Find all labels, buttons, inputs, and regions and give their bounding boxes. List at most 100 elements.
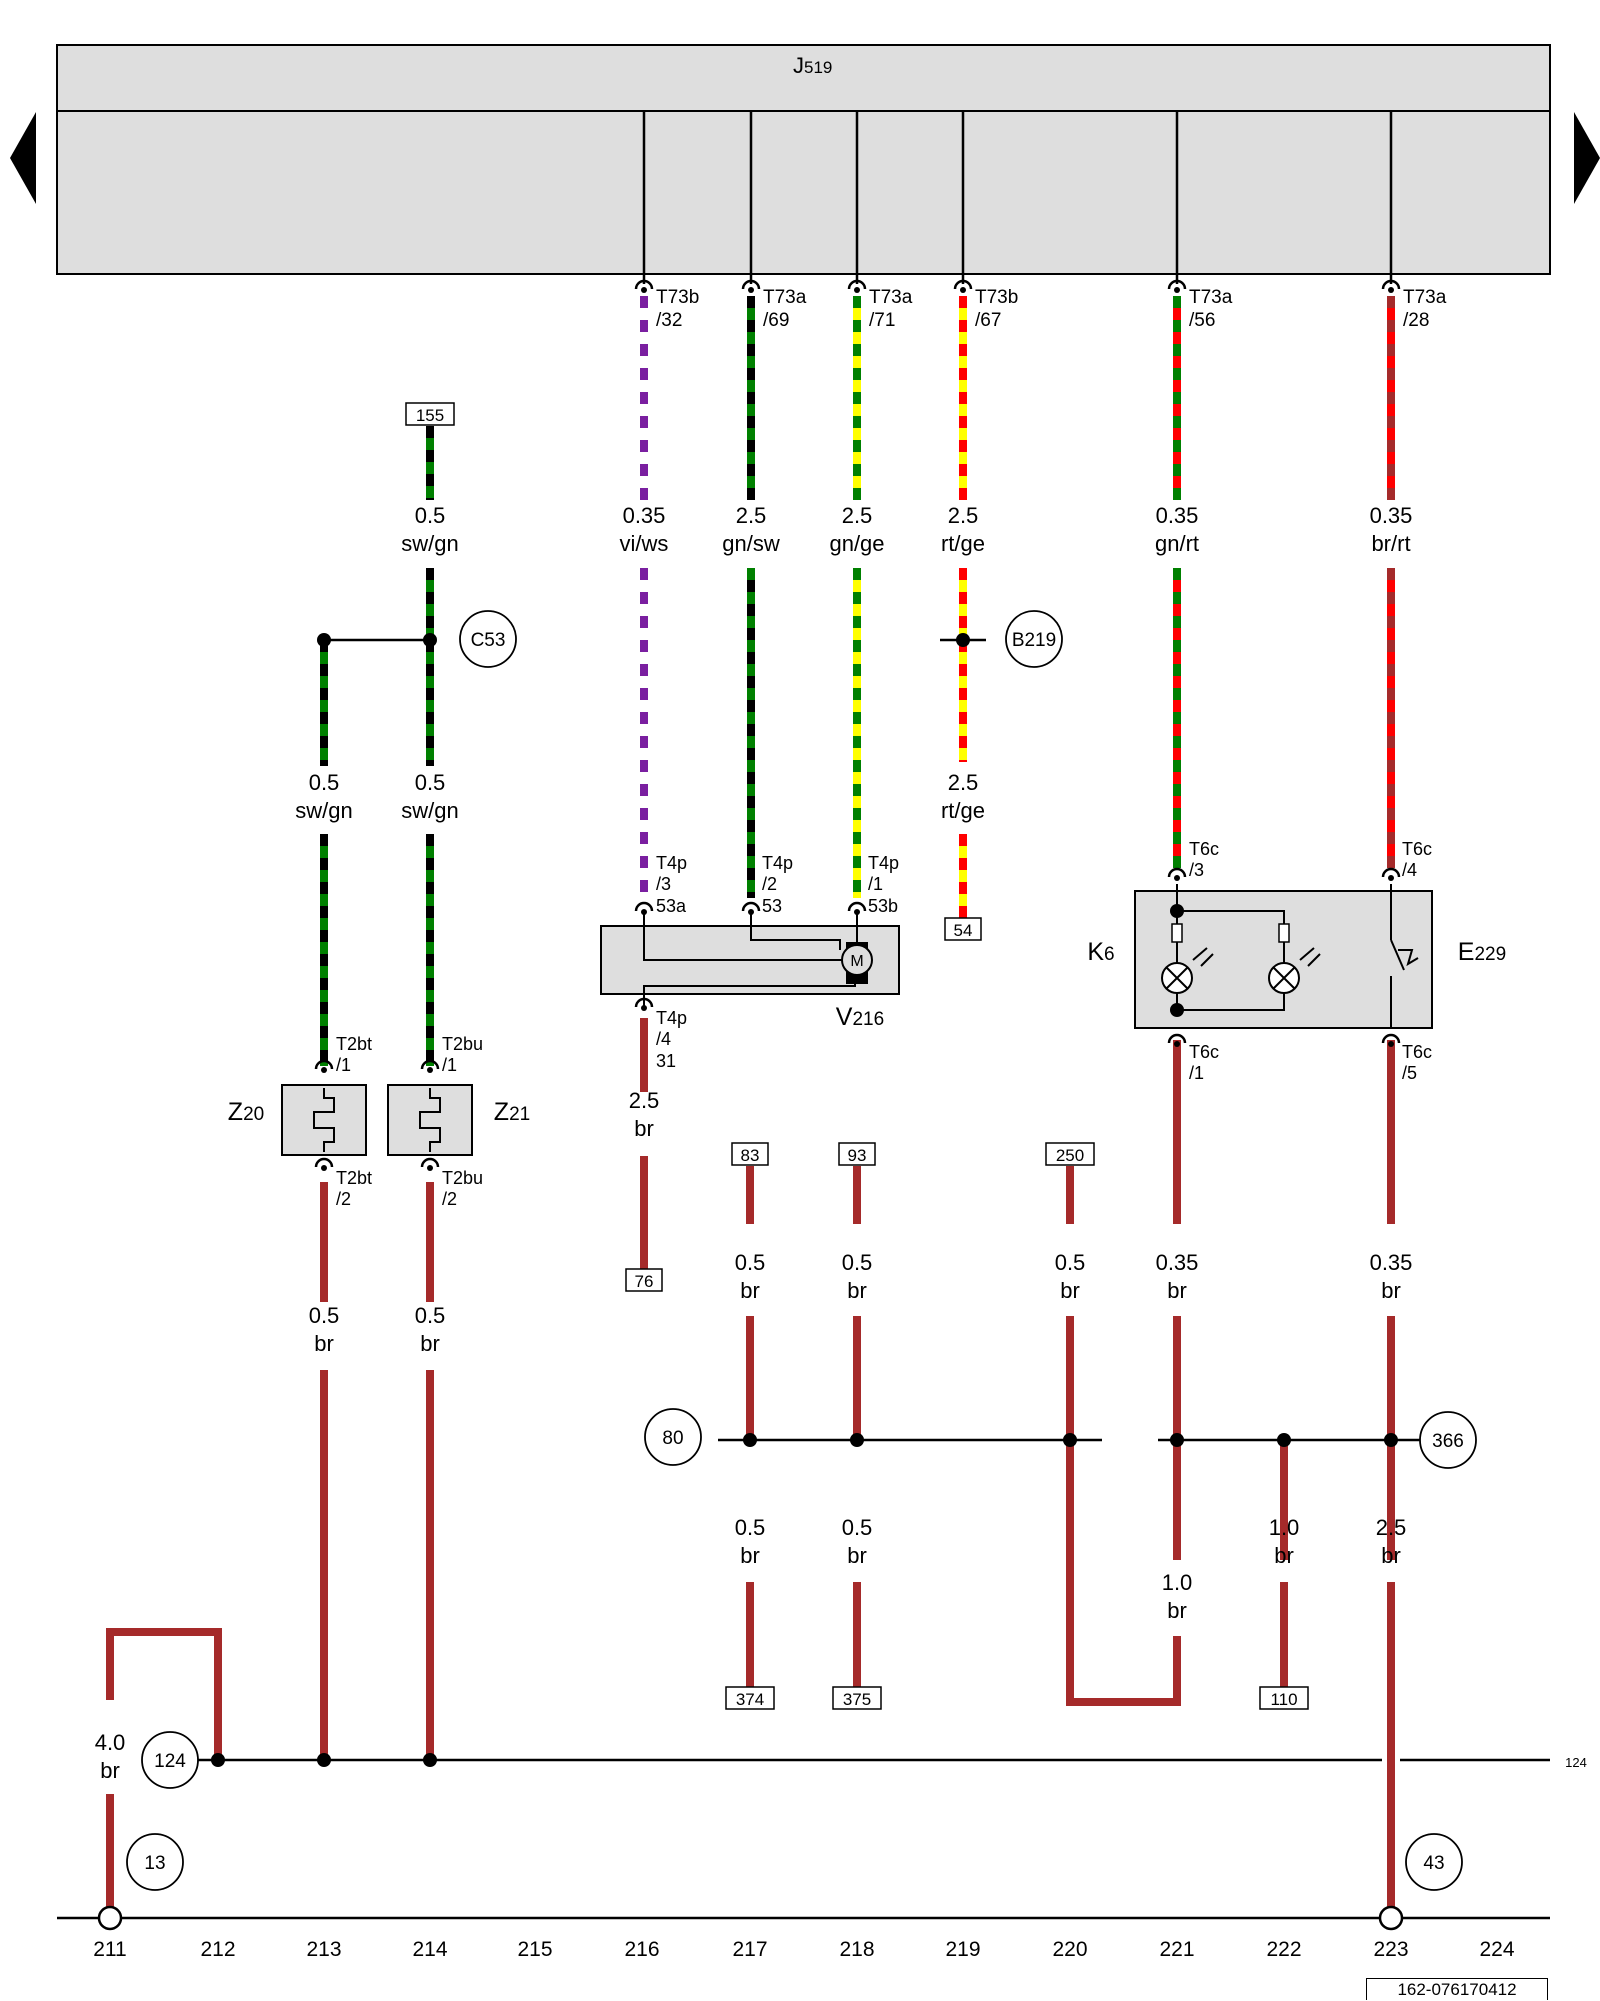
component-number: 20 [243,1104,264,1125]
wire-size-label: 0.5 [1055,1250,1086,1275]
reference-box [731,1142,769,1166]
reference-box-label: 54 [954,921,973,940]
junction-dot [850,1433,864,1447]
connector-pin-label: /1 [336,1055,351,1075]
wire-size-label: 0.5 [415,1303,446,1328]
wire-color-label: sw/gn [401,531,458,556]
component-prefix: Z [228,1098,243,1126]
connector-pin-dot [854,287,860,293]
connector-pin-icon [847,279,867,290]
connector-pin-icon [1381,1033,1401,1044]
connector-pin-icon [634,279,654,290]
connector-label: T6c [1402,1042,1432,1062]
reference-box [625,1268,663,1292]
connector-pin-dot [748,287,754,293]
connector-pin-dot [748,909,754,915]
connector-pin-icon [1381,279,1401,290]
wire-size-label: 0.5 [309,770,340,795]
control-unit-body [56,110,1551,275]
component-label: E229 [1458,938,1506,966]
connector-pin-dot [427,1067,433,1073]
switch-icon [1390,939,1419,971]
reference-box-label: 93 [848,1146,867,1165]
document-id: 162-076170412 [1366,1978,1548,2000]
wire-color-label: br [100,1758,120,1783]
junction-dots-layer [97,633,1404,1931]
control-unit-number: 519 [804,58,832,77]
wire-size-label: 0.35 [1370,503,1413,528]
continuation-label: 124 [1565,1755,1587,1770]
connector-label: T73a [1189,287,1233,308]
reference-box-label: 110 [1270,1690,1297,1709]
wire-color-label: br [740,1278,760,1303]
connector-terminal-label: 53a [656,896,687,916]
component-prefix: Z [494,1098,509,1126]
wire-color-label: sw/gn [401,798,458,823]
wire-size-label: 2.5 [948,770,979,795]
junction-dot [317,1753,331,1767]
connector-pin-dot [1174,287,1180,293]
wire-size-label: 1.0 [1269,1515,1300,1540]
reference-box-label: 250 [1056,1146,1084,1165]
connector-label: T6c [1402,839,1432,859]
wire-size-label: 0.5 [415,770,446,795]
connector-pin-dot [1174,1041,1180,1047]
wire-color-label: br [1381,1278,1401,1303]
wire-size-label: 0.35 [623,503,666,528]
grid-column-number: 222 [1266,1938,1301,1961]
wire-size-label: 2.5 [1376,1515,1407,1540]
light-rays-icon [1299,947,1321,967]
connector-pin-label: /5 [1402,1063,1417,1083]
wire-color-label: br [847,1543,867,1568]
junction-dot [1063,1433,1077,1447]
connector-pin-dot [641,287,647,293]
connector-pin-dot [1388,1041,1394,1047]
reference-circle [644,1408,702,1466]
connector-label: T4p [868,853,899,873]
wire-color-label: sw/gn [295,798,352,823]
connector-pin-label: /4 [656,1029,671,1049]
labels-layer: T73b/32T73a/69T73a/71T73b/67T73a/56T73a/… [93,287,1587,1961]
control-unit-header [56,44,1551,112]
motor-wire [643,912,855,961]
connector-pin-label: /3 [656,874,671,894]
component-prefix: E [1458,938,1475,966]
next-page-arrow-icon[interactable] [1574,112,1600,204]
reference-box [1045,1142,1095,1166]
connector-pin-icon [741,901,761,912]
wire-color-label: br [634,1116,654,1141]
wire-size-label: 0.35 [1156,503,1199,528]
connector-pin-label: /71 [869,310,895,331]
connector-pin-label: /56 [1189,310,1215,331]
grid-column-number: 213 [306,1938,341,1961]
wire-size-label: 0.35 [1370,1250,1413,1275]
connector-pin-label: /2 [336,1189,351,1209]
connector-pin-label: /3 [1189,860,1204,880]
motor-icon [841,944,873,976]
junction-dot [743,1433,757,1447]
wire-color-label: br [1060,1278,1080,1303]
junction-dot [423,633,437,647]
control-unit-label: J519 [793,53,832,78]
connector-label: T6c [1189,1042,1219,1062]
wire-color-label: br [420,1331,440,1356]
internal-wire [1177,910,1285,1011]
heating-element-icon [419,1088,441,1152]
previous-page-arrow-icon[interactable] [10,112,36,204]
wire-size-label: 4.0 [95,1730,126,1755]
wire-color-label: br [1167,1278,1187,1303]
junction-dot [423,1753,437,1767]
connector-pin-dot [641,909,647,915]
grid-column-number: 214 [412,1938,447,1961]
connector-label: T2bu [442,1168,483,1188]
reference-circle-label: 366 [1432,1431,1464,1452]
reference-circle-label: B219 [1012,630,1056,651]
reference-circle-label: 13 [144,1853,165,1874]
reference-circle-label: 124 [154,1751,186,1772]
reference-circle [1005,610,1063,668]
connector-terminal-label: 53 [762,896,782,916]
reference-box [1259,1686,1309,1710]
grid-column-number: 223 [1373,1938,1408,1961]
connector-pin-icon [1167,1033,1187,1044]
